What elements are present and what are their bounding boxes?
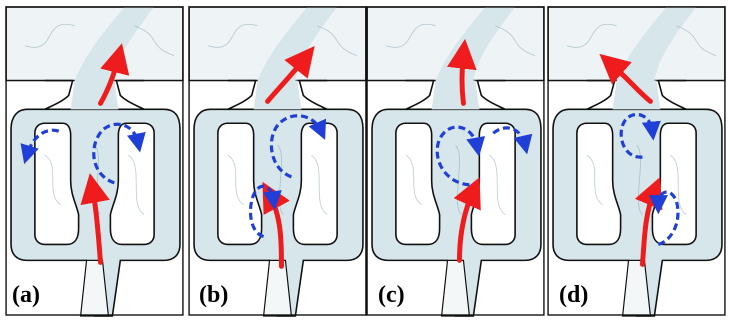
outlet-throat <box>613 81 661 110</box>
fluidic-oscillator-geometry <box>6 7 183 316</box>
panel-a-diagram <box>5 6 184 316</box>
fluidic-oscillator-geometry <box>189 7 366 316</box>
panel-d-diagram <box>547 6 726 316</box>
panel-c-diagram <box>366 6 545 316</box>
panel-c-label: (c) <box>376 281 407 309</box>
main-jet-arrow-upper <box>462 54 463 104</box>
outlet-throat <box>254 81 302 110</box>
panel-b-label: (b) <box>197 281 230 309</box>
panel-d-label: (d) <box>557 281 590 309</box>
panel-a-label: (a) <box>10 281 42 309</box>
panel-b-diagram <box>188 6 367 316</box>
fluidic-oscillator-geometry <box>367 7 544 316</box>
outlet-throat <box>432 81 480 110</box>
fluidic-oscillator-geometry <box>548 7 725 316</box>
